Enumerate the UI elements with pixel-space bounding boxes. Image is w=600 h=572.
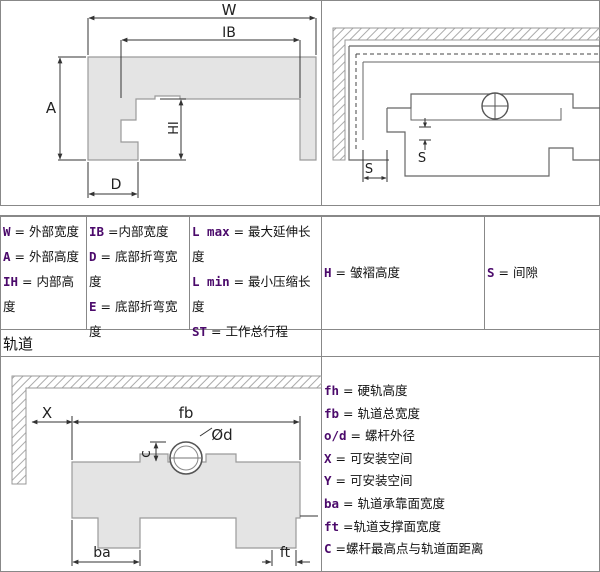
rail-dim-c: c [138,450,154,458]
dim-label-S-horizontal: S [365,162,373,177]
bellows-profile [87,56,317,161]
rail-profile [71,453,301,549]
legend-item-W: W = 外部宽度 [3,224,79,239]
dim-label-D: D [111,177,122,193]
rail-dim-d: Ød [211,426,232,444]
bellows-clearance-diagram: S S [332,27,600,182]
bellows-outline [348,45,600,161]
legend-col-3: L max = 最大延伸长度 L min = 最小压缩长度 ST = 工作总行程 [192,219,320,344]
dim-label-S-vertical: S [418,151,426,166]
rail-dim-ft: ft [280,545,291,561]
legend-item-D: D = 底部折弯宽度 [89,249,178,289]
machine-wall [332,27,600,161]
rail-legend-X: X = 可安装空间 [324,450,413,466]
dim-label-IB: IB [222,25,236,41]
legend-item-Lmin: L min = 最小压缩长度 [192,274,311,314]
legend-item-A: A = 外部高度 [3,249,79,264]
rail-dim-fb: fb [179,404,194,422]
rail-dim-X: X [42,404,52,422]
dim-label-A: A [46,99,57,117]
rail-legend-fb: fb = 轨道总宽度 [324,405,420,421]
rail-legend: fh = 硬轨高度 fb = 轨道总宽度 o/d = 螺杆外径 X = 可安装空… [324,380,483,561]
rail-machine-wall [11,375,322,485]
section-title-rail: 轨道 [3,335,34,353]
legend-col-2: IB =内部宽度 D = 底部折弯宽度 E = 底部折弯宽度 [89,219,189,344]
legend-item-H: H = 皱褶高度 [324,265,400,280]
rail-legend-ba: ba = 轨道承靠面宽度 [324,495,445,511]
dim-label-W: W [222,1,237,19]
rail-legend-fh: fh = 硬轨高度 [324,383,408,398]
rail-legend-Y: Y = 可安装空间 [324,473,413,489]
bellows-profile-diagram: W IB A IH D [46,1,317,198]
dim-label-IH: IH [164,121,179,135]
rail-dim-ba: ba [93,545,110,561]
section-title-cell-right [321,329,600,357]
divider-band [0,206,600,216]
legend-item-ST: ST = 工作总行程 [192,324,288,339]
rail-diagram: X fb Ød c ba ft [11,375,322,566]
rail-legend-C: C =螺杆最高点与轨道面距离 [324,541,484,557]
legend-item-E: E = 底部折弯宽度 [89,299,178,339]
legend-item-IH: IH = 内部高度 [3,274,74,314]
legend-item-Lmax: L max = 最大延伸长度 [192,224,311,264]
legend-col-1: W = 外部宽度 A = 外部高度 IH = 内部高度 [3,219,85,319]
legend-item-S: S = 间隙 [487,265,538,280]
legend-col-4: H = 皱褶高度 [324,260,482,285]
rail-legend-od: o/d = 螺杆外径 [324,428,415,444]
legend-col-5: S = 间隙 [487,260,597,285]
legend-item-IB: IB =内部宽度 [89,224,169,239]
rail-legend-ft: ft =轨道支撑面宽度 [324,518,442,534]
